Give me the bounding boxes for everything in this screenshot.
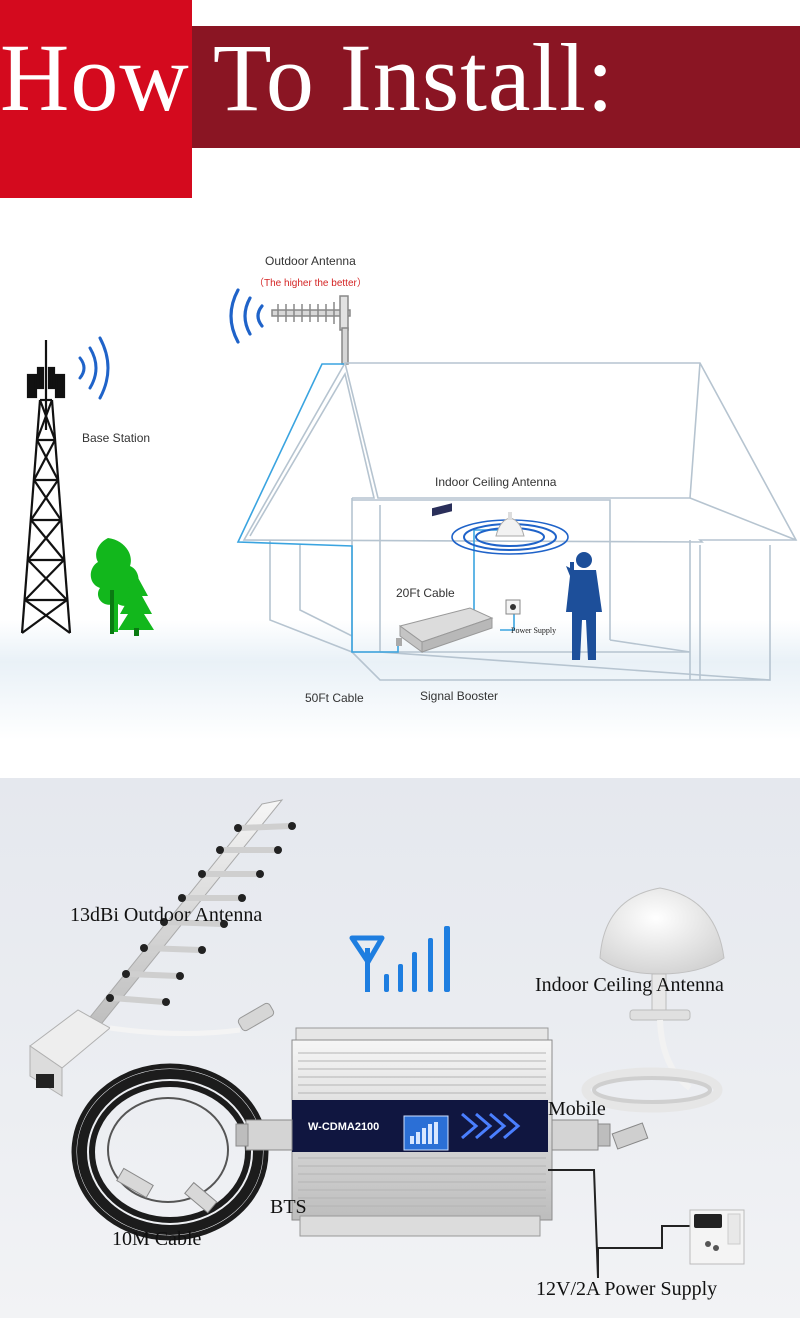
white-cable-coil-icon — [581, 1067, 723, 1113]
diagram-illustration — [0, 288, 800, 740]
installation-diagram: Outdoor Antenna （The higher the better） … — [0, 200, 800, 778]
cable-product-label: 10M Cable — [112, 1228, 202, 1250]
cable-coil-icon — [71, 1063, 269, 1241]
indoor-ceiling-antenna-icon — [451, 512, 569, 555]
page-title: How To Install: — [0, 24, 615, 131]
mobile-port-label: Mobile — [548, 1098, 606, 1120]
booster-device-product-icon — [235, 1027, 611, 1237]
cable-50ft-label: 50Ft Cable — [305, 691, 364, 705]
base-station-tower-icon — [20, 340, 72, 634]
cable-20ft-label: 20Ft Cable — [396, 586, 455, 600]
power-supply-product-label: 12V/2A Power Supply — [536, 1278, 718, 1300]
power-socket-icon — [505, 599, 521, 615]
indoor-antenna-product-label: Indoor Ceiling Antenna — [535, 974, 724, 996]
signal-strength-icon — [349, 926, 450, 992]
outdoor-antenna-note: （The higher the better） — [254, 278, 367, 289]
antenna-signal-wave-icon — [229, 288, 264, 344]
power-supply-label: Power Supply — [511, 626, 557, 635]
signal-booster-label: Signal Booster — [420, 689, 499, 703]
power-cable — [548, 1169, 599, 1279]
device-model-label: W-CDMA2100 — [308, 1121, 380, 1133]
outdoor-yagi-antenna-icon — [271, 295, 351, 365]
header-dark-bar — [192, 26, 800, 148]
house-outline — [242, 362, 798, 681]
outdoor-antenna-label: Outdoor Antenna — [265, 254, 356, 268]
wall-socket-icon — [689, 1209, 745, 1265]
tower-signal-wave-icon — [78, 336, 110, 400]
tree-icon — [90, 538, 139, 634]
bts-port-label: BTS — [270, 1196, 307, 1218]
ceiling-dome-antenna-icon — [599, 887, 725, 1091]
indoor-ceiling-antenna-label: Indoor Ceiling Antenna — [435, 475, 557, 489]
white-cable-connector-icon — [611, 1122, 649, 1150]
header-banner: How To Install: — [0, 0, 800, 200]
yagi-antenna-product-icon — [29, 799, 296, 1097]
outdoor-antenna-product-label: 13dBi Outdoor Antenna — [70, 904, 263, 926]
cable-connector-icon — [116, 1167, 218, 1214]
base-station-label: Base Station — [82, 431, 151, 445]
header-red-block — [0, 0, 192, 198]
product-kit-photo: W-CDMA2100 13dBi Outdoor Antenna Indoor … — [0, 778, 800, 1318]
power-cable-2 — [597, 1225, 700, 1278]
signal-booster-device-icon — [396, 503, 494, 653]
person-on-phone-icon — [566, 552, 602, 660]
pine-tree-icon — [118, 574, 154, 636]
product-illustration — [29, 799, 745, 1279]
